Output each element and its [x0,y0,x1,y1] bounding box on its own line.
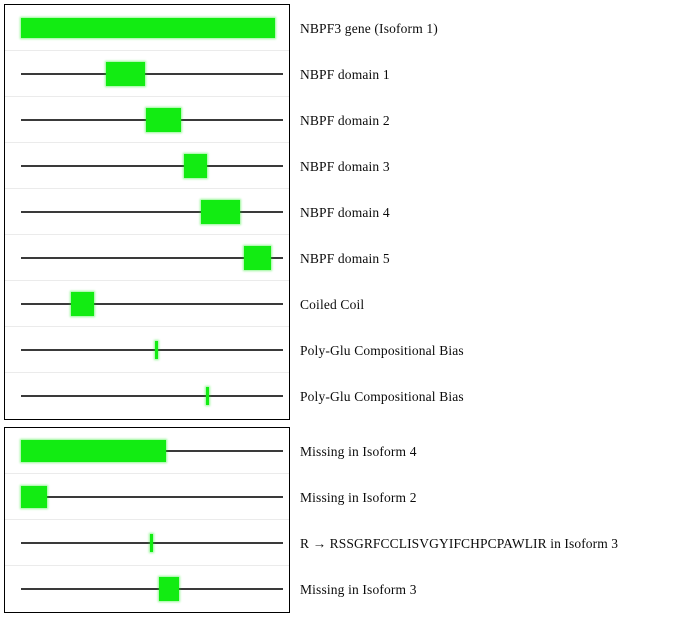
isoform-1-features [4,4,290,420]
feature-track[interactable] [5,143,289,189]
feature-track[interactable] [5,235,289,281]
site-tick-icon[interactable] [150,534,154,552]
feature-label: Missing in Isoform 2 [300,489,417,505]
protein-axis-line [21,165,283,167]
feature-label: NBPF domain 2 [300,112,390,128]
protein-axis-line [21,395,283,397]
protein-axis-line [21,588,283,590]
feature-label: R → RSSGRFCCLISVGYIFCHPCPAWLIR in Isofor… [300,535,619,551]
isoform-variant-features [4,427,290,613]
deletion-bar-icon[interactable] [21,486,47,508]
feature-label: Poly-Glu Compositional Bias [300,342,464,358]
domain-box-icon[interactable] [71,292,94,316]
protein-axis-line [21,257,283,259]
protein-axis-line [21,73,283,75]
protein-axis-line [21,349,283,351]
feature-track[interactable] [5,428,289,474]
feature-label: NBPF3 gene (Isoform 1) [300,20,438,36]
protein-axis-line [21,211,283,213]
feature-label: NBPF domain 4 [300,204,390,220]
feature-track[interactable] [5,5,289,51]
feature-label: Poly-Glu Compositional Bias [300,388,464,404]
protein-axis-line [21,496,283,498]
domain-box-icon[interactable] [159,577,179,601]
domain-box-icon[interactable] [145,108,182,132]
feature-track[interactable] [5,373,289,419]
feature-track[interactable] [5,520,289,566]
feature-track[interactable] [5,189,289,235]
domain-box-icon[interactable] [184,154,208,178]
feature-label: Coiled Coil [300,296,365,312]
feature-label: NBPF domain 5 [300,250,390,266]
feature-label: NBPF domain 3 [300,158,390,174]
feature-track[interactable] [5,474,289,520]
feature-label: Missing in Isoform 3 [300,581,417,597]
domain-box-icon[interactable] [106,62,146,86]
feature-track[interactable] [5,51,289,97]
site-tick-icon[interactable] [154,341,158,359]
feature-track[interactable] [5,281,289,327]
feature-track[interactable] [5,327,289,373]
protein-axis-line [21,303,283,305]
site-tick-icon[interactable] [205,387,210,405]
domain-box-icon[interactable] [201,200,241,224]
full-length-bar-icon[interactable] [21,18,275,38]
feature-track[interactable] [5,566,289,612]
domain-box-icon[interactable] [244,246,271,270]
feature-label: NBPF domain 1 [300,66,390,82]
deletion-bar-icon[interactable] [21,440,166,462]
feature-track[interactable] [5,97,289,143]
feature-label: Missing in Isoform 4 [300,443,417,459]
